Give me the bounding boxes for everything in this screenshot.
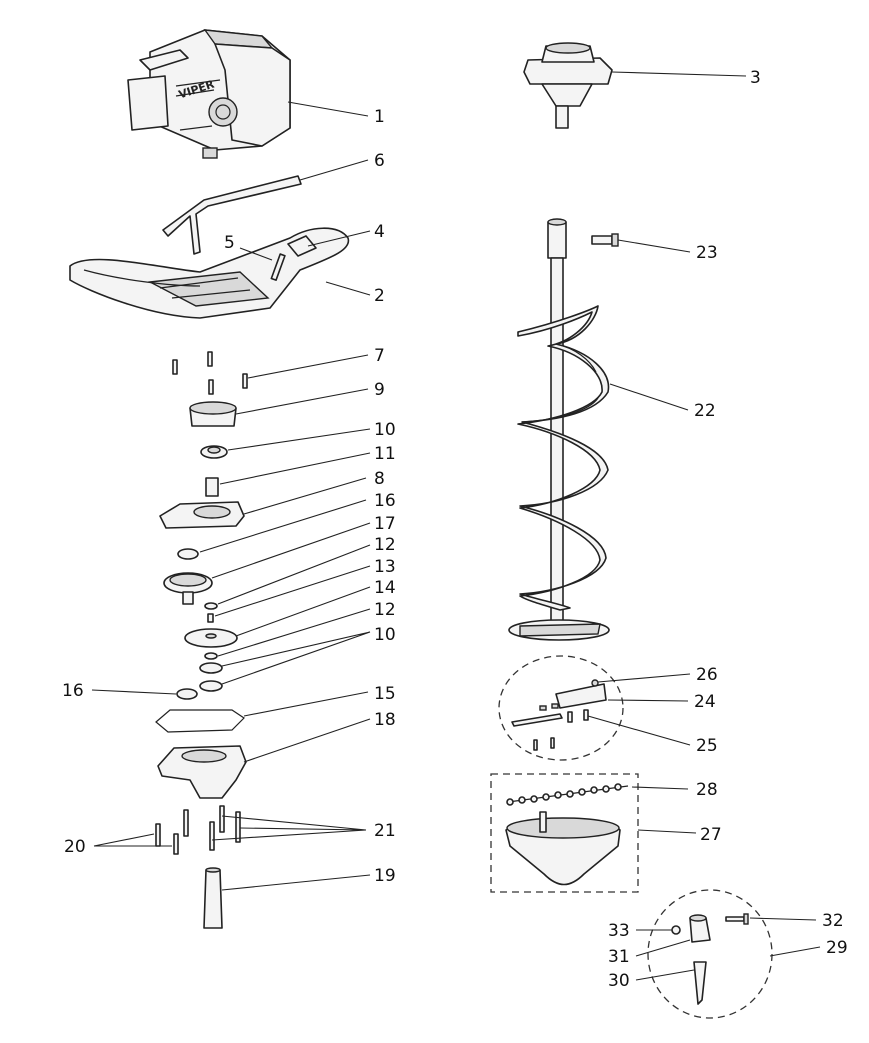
gear-part-14 — [184, 628, 238, 648]
label-32: 32 — [822, 911, 844, 931]
label-4: 4 — [374, 222, 385, 242]
handle-bar-part-2 — [69, 227, 350, 319]
bearing-part-10-b — [199, 662, 223, 674]
label-24: 24 — [694, 692, 716, 712]
bearing-part-16-top — [177, 548, 199, 560]
label-12-b: 12 — [374, 600, 396, 620]
leader-lines — [91, 71, 821, 981]
label-10-top: 10 — [374, 420, 396, 440]
pinion-part-11 — [205, 477, 219, 497]
label-3: 3 — [750, 68, 761, 88]
label-25: 25 — [696, 736, 718, 756]
label-19: 19 — [374, 866, 396, 886]
label-11: 11 — [374, 444, 396, 464]
label-12-a: 12 — [374, 535, 396, 555]
label-16-bottom: 16 — [62, 681, 84, 701]
label-13: 13 — [374, 557, 396, 577]
gasket-part-15 — [155, 709, 245, 733]
lower-housing-part-18 — [157, 745, 247, 799]
blade-detail-circle — [498, 655, 624, 761]
label-9: 9 — [374, 380, 385, 400]
label-15: 15 — [374, 684, 396, 704]
auger-part-22 — [508, 218, 610, 641]
throttle-rod-part-6 — [162, 175, 302, 255]
screws-part-20-21 — [155, 805, 241, 855]
bearing-part-10-c — [199, 680, 223, 692]
label-21: 21 — [374, 821, 396, 841]
label-18: 18 — [374, 710, 396, 730]
label-7: 7 — [374, 346, 385, 366]
pin-part-5 — [270, 253, 286, 281]
part-number-labels: 1 2 3 4 5 6 7 8 9 10 11 16 17 12 13 14 1… — [62, 68, 848, 991]
label-8: 8 — [374, 469, 385, 489]
label-28: 28 — [696, 780, 718, 800]
label-20: 20 — [64, 837, 86, 857]
label-31: 31 — [608, 947, 630, 967]
bearing-part-16-bottom — [176, 688, 198, 700]
blade-part-24 — [511, 679, 607, 751]
label-27: 27 — [700, 825, 722, 845]
chain-part-28 — [506, 783, 629, 806]
point-holder-part-31 — [689, 914, 711, 943]
point-detail-circle — [647, 889, 773, 1019]
nut-part-33 — [671, 925, 681, 935]
point-part-30 — [693, 961, 707, 1005]
label-10-bottom: 10 — [374, 625, 396, 645]
engine-part-1: VIPER — [127, 29, 291, 159]
label-33: 33 — [608, 921, 630, 941]
cutting-head-detail-box — [490, 773, 639, 893]
washer-part-12-b — [204, 652, 218, 660]
throttle-switch-part-4 — [287, 235, 317, 257]
label-26: 26 — [696, 665, 718, 685]
label-17: 17 — [374, 514, 396, 534]
cutting-head-part-27 — [505, 811, 621, 886]
washer-part-12-a — [204, 602, 218, 610]
label-1: 1 — [374, 107, 385, 127]
label-5: 5 — [224, 233, 235, 253]
screws-part-7 — [172, 351, 248, 395]
ring-part-9 — [189, 401, 237, 427]
bearing-part-10-top — [200, 445, 228, 459]
gearbox-top-part-3 — [523, 42, 613, 129]
gear-housing-cover-part-8 — [159, 501, 245, 529]
label-6: 6 — [374, 151, 385, 171]
label-23: 23 — [696, 243, 718, 263]
gear-part-17 — [163, 572, 213, 605]
label-16-top: 16 — [374, 491, 396, 511]
screw-part-32 — [725, 913, 749, 925]
label-14: 14 — [374, 578, 396, 598]
label-29: 29 — [826, 938, 848, 958]
label-2: 2 — [374, 286, 385, 306]
label-22: 22 — [694, 401, 716, 421]
pin-part-13 — [207, 613, 214, 623]
bolt-part-23 — [591, 233, 619, 247]
label-30: 30 — [608, 971, 630, 991]
output-shaft-part-19 — [203, 867, 223, 929]
